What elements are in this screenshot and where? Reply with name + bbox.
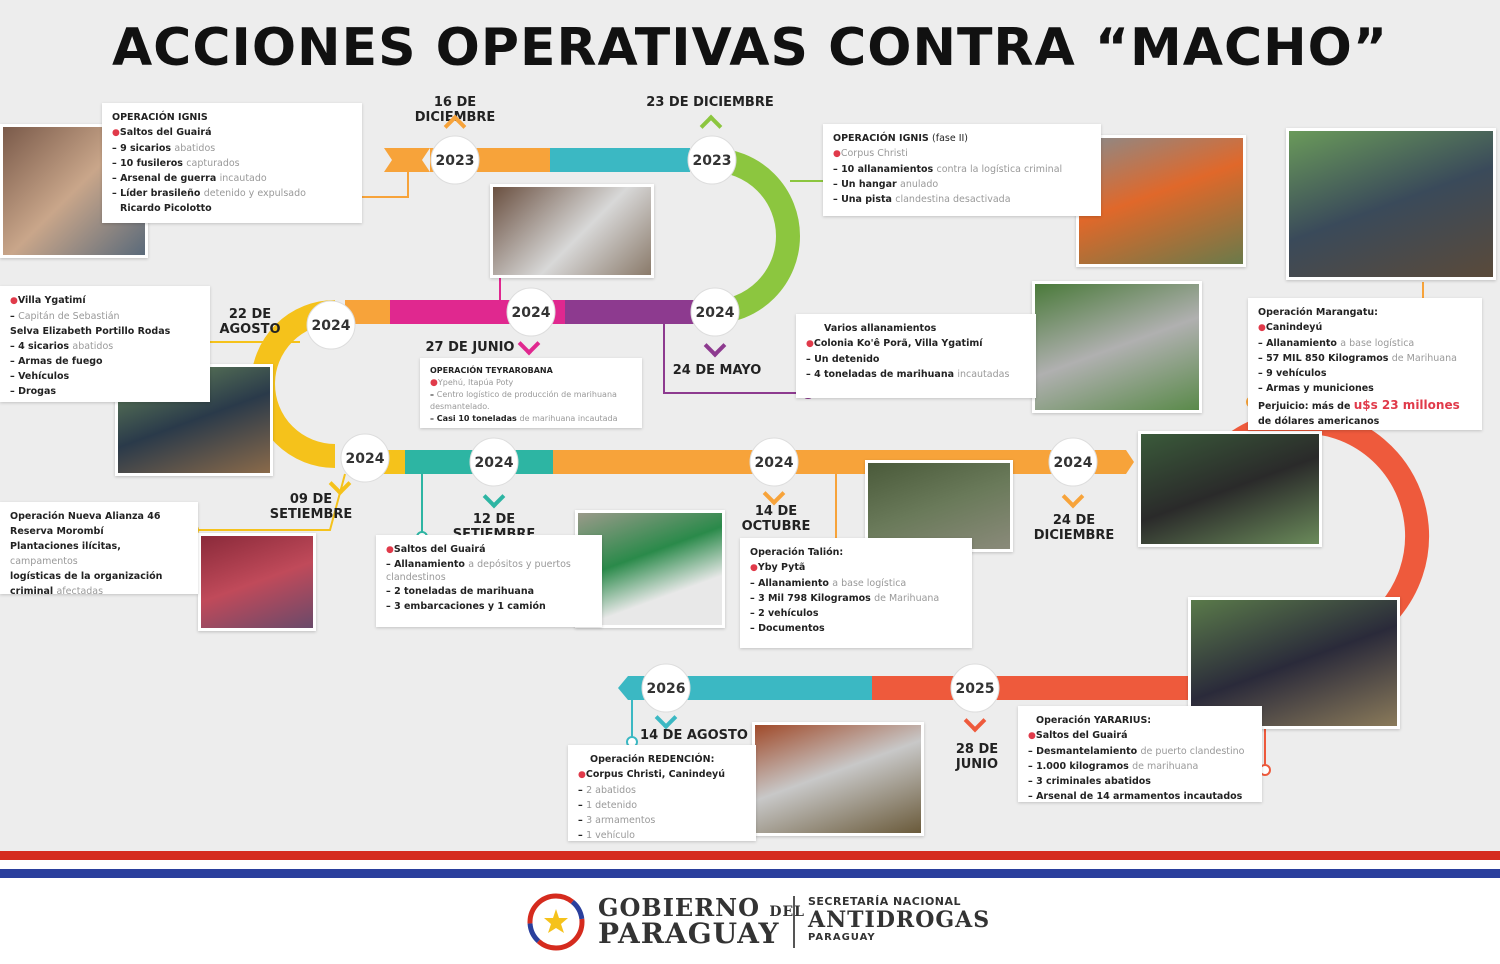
photo-marangatu [1286, 128, 1496, 280]
timeline-arrow-start [384, 148, 430, 172]
svg-text:2024: 2024 [1054, 455, 1093, 471]
card-saltos-12: Saltos del Guairá Allanamiento a depósit… [376, 535, 602, 627]
map-pin-icon: Yby Pytã [750, 560, 962, 576]
senad-line1: SECRETARÍA NACIONAL [808, 895, 962, 908]
card-talion: Operación Talión: Yby Pytã Allanamiento … [740, 538, 972, 648]
card-redencion: Operación REDENCIÓN: Corpus Christi, Can… [568, 745, 756, 841]
title-main: ACCIONES OPERATIVAS CONTRA [111, 18, 1095, 78]
svg-text:2024: 2024 [346, 451, 385, 467]
svg-text:2024: 2024 [755, 455, 794, 471]
year-node-2024-mayo: 2024 [690, 287, 740, 337]
map-pin-icon: Corpus Christi [833, 146, 1091, 162]
year-node-2024-dic: 2024 [1048, 437, 1098, 487]
svg-text:2024: 2024 [312, 318, 351, 334]
card-ygatimi: Villa Ygatimí Capitán de Sebastián Selva… [0, 286, 210, 402]
title-highlight: “MACHO” [1094, 18, 1389, 78]
year-node-2024-agosto: 2024 [306, 300, 356, 350]
timeline-segment-purple [565, 300, 715, 324]
card-alianza: Operación Nueva Alianza 46 Reserva Morom… [0, 502, 198, 597]
svg-text:2024: 2024 [696, 305, 735, 321]
loss-value: u$s 23 millones [1353, 398, 1460, 412]
photo-setiembre [198, 533, 316, 631]
connector-setiembre [193, 473, 346, 531]
gov-logo-line1: GOBIERNO DEL [598, 893, 806, 922]
year-node-2024-sep09: 2024 [340, 433, 390, 483]
card-ignis-2: OPERACIÓN IGNIS (fase II) Corpus Christi… [823, 124, 1101, 216]
photo-ignis2 [1076, 135, 1246, 267]
svg-text:2024: 2024 [475, 455, 514, 471]
timeline-segment-red [870, 676, 1190, 700]
map-pin-icon: Villa Ygatimí [10, 293, 200, 309]
timeline-curve-green [711, 148, 800, 324]
date-23-dic: 23 DE DICIEMBRE [646, 95, 774, 110]
flag-band-blue [0, 869, 1500, 878]
photo-mayo [1032, 281, 1202, 413]
year-node-2025: 2025 [950, 663, 1000, 713]
year-node-2023b: 2023 [687, 135, 737, 185]
timeline-curve-red [1205, 409, 1430, 618]
photo-redencion [752, 722, 924, 836]
paraguay-seal-icon [527, 893, 585, 951]
svg-text:2023: 2023 [436, 153, 475, 169]
date-27-jun: 27 DE JUNIO [425, 340, 515, 355]
svg-text:2023: 2023 [693, 153, 732, 169]
gov-logo-line2: PARAGUAY [598, 917, 780, 950]
year-node-2023a: 2023 [430, 135, 480, 185]
connector-mayo [663, 324, 806, 394]
footer-divider [793, 896, 795, 948]
timeline-segment-teal [550, 148, 690, 172]
card-yararius: Operación YARARIUS: Saltos del Guairá De… [1018, 706, 1262, 802]
map-pin-icon: Saltos del Guairá [386, 542, 592, 558]
page-title: ACCIONES OPERATIVAS CONTRA “MACHO” [0, 18, 1500, 78]
card-marangatu: Operación Marangatu: Canindeyú Allanamie… [1248, 298, 1482, 430]
svg-text:2026: 2026 [647, 681, 686, 697]
year-node-2024-oct: 2024 [749, 437, 799, 487]
svg-text:2025: 2025 [956, 681, 995, 697]
timeline-arrow-end [618, 676, 640, 700]
senad-line2: ANTIDROGAS [808, 907, 991, 933]
map-pin-icon: Corpus Christi, Canindeyú [578, 767, 746, 783]
connector-ignis [350, 172, 409, 198]
flag-band-red [0, 851, 1500, 860]
map-pin-icon: Ypehú, Itapúa Poty [430, 377, 632, 389]
year-node-2024-junio: 2024 [506, 287, 556, 337]
map-pin-icon: Saltos del Guairá [1028, 728, 1252, 744]
timeline-arrow-mid [1113, 450, 1134, 474]
photo-junio [490, 184, 654, 278]
card-varios: Varios allanamientos Colonia Ko'ê Porã, … [796, 314, 1036, 398]
photo-diciembre [1138, 431, 1322, 547]
map-pin-icon: Canindeyú [1258, 320, 1472, 336]
card-ignis: OPERACIÓN IGNIS Saltos del Guairá 9 sica… [102, 103, 362, 223]
footer [0, 878, 1500, 964]
year-node-2024-sep12: 2024 [469, 437, 519, 487]
senad-line3: PARAGUAY [808, 932, 876, 943]
timeline-segment-orange-3 [553, 450, 1113, 474]
map-pin-icon: Colonia Ko'ê Porã, Villa Ygatimí [806, 336, 1026, 352]
flag-band-white [0, 860, 1500, 869]
year-node-2026: 2026 [641, 663, 691, 713]
card-teyra: OPERACIÓN TEYRAROBANA Ypehú, Itapúa Poty… [420, 358, 642, 428]
date-24-may: 24 DE MAYO [672, 363, 762, 378]
svg-text:2024: 2024 [512, 305, 551, 321]
map-pin-icon: Saltos del Guairá [112, 125, 352, 141]
date-14-ago: 14 DE AGOSTO [640, 728, 748, 743]
date-16-dic: 16 DE DICIEMBRE [414, 95, 496, 125]
